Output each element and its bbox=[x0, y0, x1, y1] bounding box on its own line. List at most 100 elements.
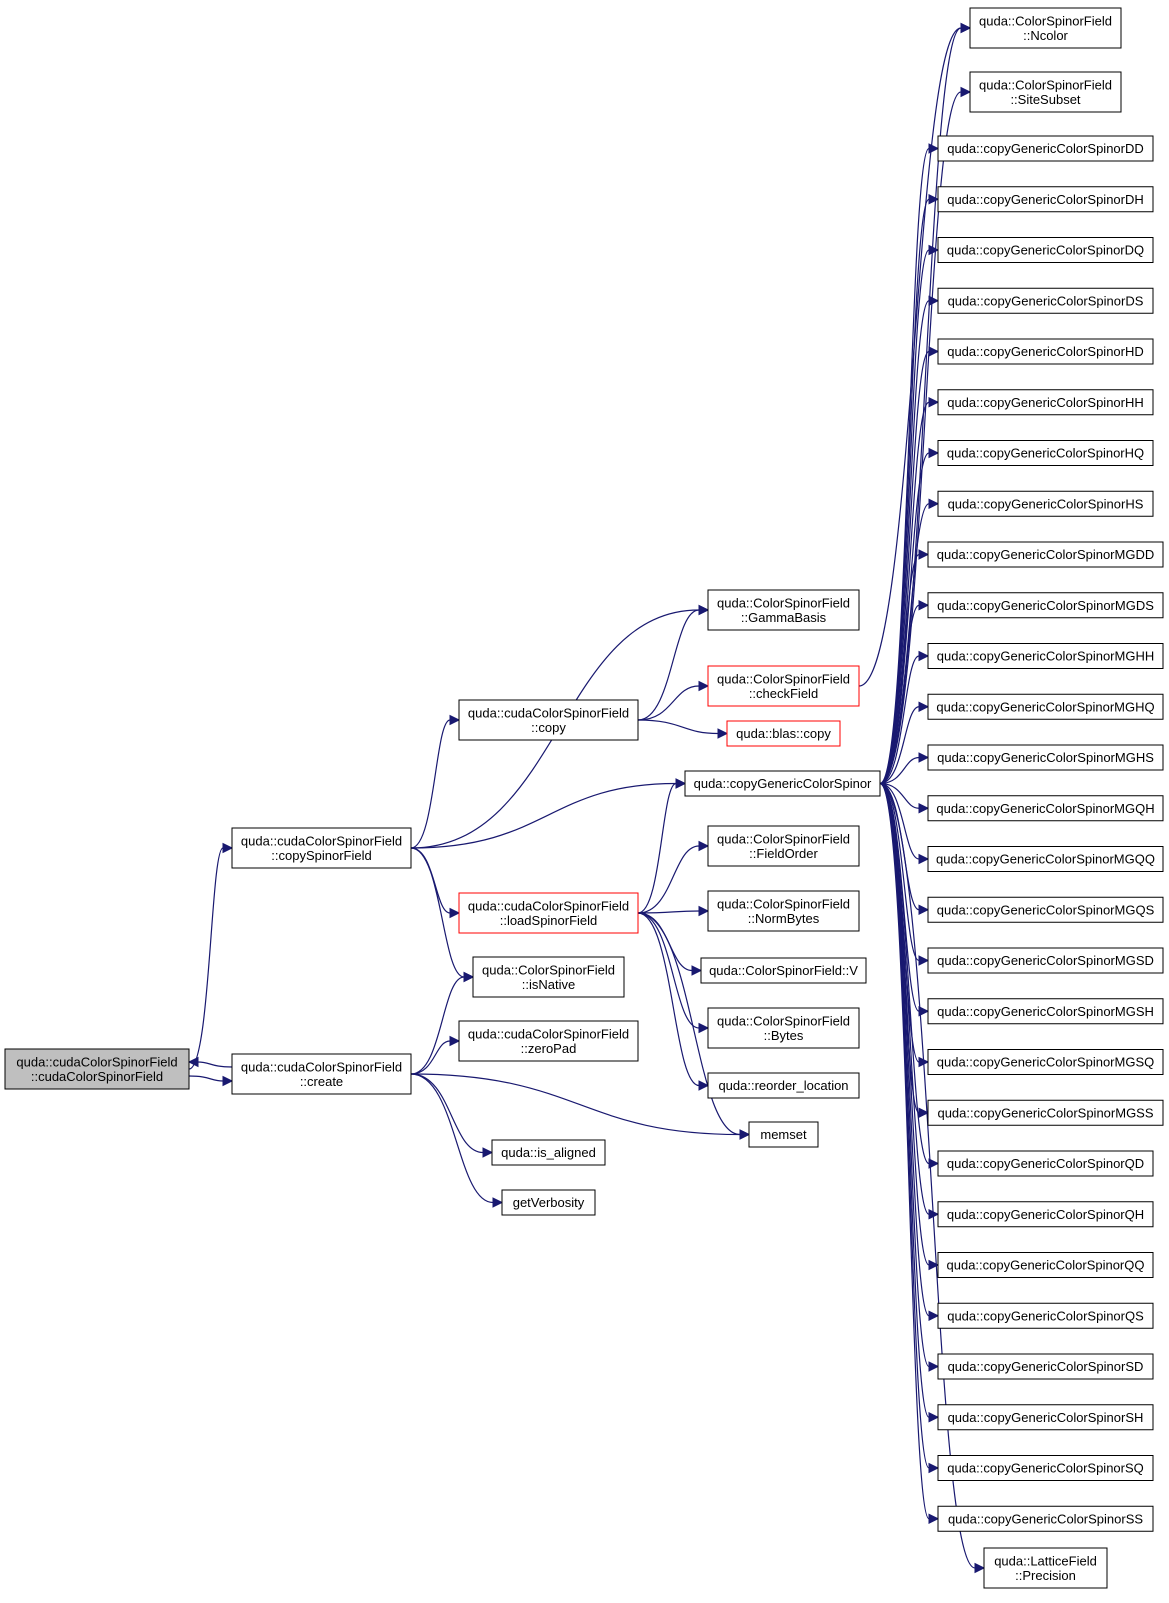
graph-node-DH[interactable]: quda::copyGenericColorSpinorDH bbox=[937, 186, 1154, 213]
graph-node-MGQQ[interactable]: quda::copyGenericColorSpinorMGQQ bbox=[927, 846, 1164, 872]
graph-node-isAligned[interactable]: quda::is_aligned bbox=[491, 1139, 606, 1166]
node-box bbox=[927, 693, 1164, 720]
call-edge-cgcs-to-QD bbox=[879, 782, 940, 1169]
node-label: quda::ColorSpinorField::V bbox=[709, 963, 858, 978]
edge-line bbox=[879, 706, 920, 785]
graph-node-HD[interactable]: quda::copyGenericColorSpinorHD bbox=[937, 338, 1154, 365]
graph-node-QS[interactable]: quda::copyGenericColorSpinorQS bbox=[937, 1302, 1154, 1329]
node-box bbox=[927, 1049, 1164, 1075]
graph-node-fieldOrder[interactable]: quda::ColorSpinorField::FieldOrder bbox=[707, 825, 860, 867]
edge-line bbox=[410, 782, 677, 849]
graph-node-MGSS[interactable]: quda::copyGenericColorSpinorMGSS bbox=[927, 1099, 1164, 1126]
graph-node-copy[interactable]: quda::cudaColorSpinorField::copy bbox=[458, 699, 639, 741]
graph-node-HH[interactable]: quda::copyGenericColorSpinorHH bbox=[937, 389, 1154, 416]
graph-node-MGDD[interactable]: quda::copyGenericColorSpinorMGDD bbox=[927, 541, 1164, 568]
graph-node-siteSubset[interactable]: quda::ColorSpinorField::SiteSubset bbox=[969, 71, 1122, 113]
edge-line bbox=[410, 1073, 494, 1204]
call-edge-copySpinor-to-loadSpinor bbox=[410, 847, 461, 919]
graph-node-MGSD[interactable]: quda::copyGenericColorSpinorMGSD bbox=[927, 947, 1164, 974]
graph-node-gamma[interactable]: quda::ColorSpinorField::GammaBasis bbox=[707, 589, 860, 631]
graph-node-SD[interactable]: quda::copyGenericColorSpinorSD bbox=[937, 1353, 1154, 1380]
node-label: quda::ColorSpinorField bbox=[717, 831, 850, 846]
edge-line bbox=[879, 782, 920, 860]
edge-line bbox=[637, 912, 741, 1136]
graph-node-memset[interactable]: memset bbox=[748, 1121, 819, 1148]
node-label: ::FieldOrder bbox=[749, 846, 818, 861]
graph-node-DQ[interactable]: quda::copyGenericColorSpinorDQ bbox=[937, 237, 1154, 263]
arrowhead-icon bbox=[928, 1310, 940, 1322]
node-box bbox=[937, 338, 1154, 365]
node-label: quda::copyGenericColorSpinorMGDS bbox=[937, 598, 1154, 613]
call-edge-create-to-memset bbox=[410, 1073, 751, 1140]
edge-line bbox=[879, 553, 920, 785]
graph-node-MGSQ[interactable]: quda::copyGenericColorSpinorMGSQ bbox=[927, 1049, 1164, 1075]
node-label: quda::copyGenericColorSpinorDS bbox=[948, 293, 1144, 308]
node-label: ::isNative bbox=[522, 977, 575, 992]
graph-node-loadSpinor[interactable]: quda::cudaColorSpinorField::loadSpinorFi… bbox=[458, 892, 639, 934]
graph-node-MGHH[interactable]: quda::copyGenericColorSpinorMGHH bbox=[927, 643, 1164, 669]
graph-node-QH[interactable]: quda::copyGenericColorSpinorQH bbox=[937, 1201, 1154, 1228]
node-label: quda::copyGenericColorSpinorHD bbox=[947, 344, 1144, 359]
graph-node-checkField[interactable]: quda::ColorSpinorField::checkField bbox=[707, 665, 860, 707]
graph-node-QQ[interactable]: quda::copyGenericColorSpinorQQ bbox=[937, 1252, 1154, 1278]
node-box bbox=[937, 135, 1154, 162]
graph-node-DD[interactable]: quda::copyGenericColorSpinorDD bbox=[937, 135, 1154, 162]
graph-node-MGHS[interactable]: quda::copyGenericColorSpinorMGHS bbox=[927, 744, 1164, 771]
graph-node-cgcs[interactable]: quda::copyGenericColorSpinor bbox=[684, 770, 881, 797]
graph-node-SH[interactable]: quda::copyGenericColorSpinorSH bbox=[937, 1404, 1154, 1431]
node-label: ::SiteSubset bbox=[1010, 92, 1080, 107]
edge-line bbox=[879, 782, 930, 1215]
call-edge-loadSpinor-to-normBytes bbox=[637, 905, 710, 917]
graph-node-MGQS[interactable]: quda::copyGenericColorSpinorMGQS bbox=[927, 896, 1164, 923]
node-label: quda::copyGenericColorSpinorDQ bbox=[947, 243, 1144, 258]
graph-node-root[interactable]: quda::cudaColorSpinorField::cudaColorSpi… bbox=[4, 1048, 190, 1090]
node-label: ::GammaBasis bbox=[741, 610, 827, 625]
node-label: getVerbosity bbox=[513, 1195, 585, 1210]
graph-node-copySpinor[interactable]: quda::cudaColorSpinorField::copySpinorFi… bbox=[231, 827, 412, 869]
node-box bbox=[458, 699, 639, 741]
graph-node-ncolor[interactable]: quda::ColorSpinorField::Ncolor bbox=[969, 7, 1122, 49]
graph-node-reorder[interactable]: quda::reorder_location bbox=[707, 1072, 860, 1099]
node-label: quda::blas::copy bbox=[736, 726, 831, 741]
graph-node-MGHQ[interactable]: quda::copyGenericColorSpinorMGHQ bbox=[927, 693, 1164, 720]
graph-node-getVerb[interactable]: getVerbosity bbox=[501, 1189, 596, 1216]
graph-node-MGSH[interactable]: quda::copyGenericColorSpinorMGSH bbox=[927, 998, 1164, 1025]
node-label: quda::ColorSpinorField bbox=[979, 13, 1112, 28]
node-box bbox=[937, 490, 1154, 517]
edge-line bbox=[879, 782, 930, 1520]
node-label: quda::copyGenericColorSpinorMGQQ bbox=[936, 852, 1155, 867]
node-label: memset bbox=[760, 1127, 807, 1142]
graph-node-isNative[interactable]: quda::ColorSpinorField::isNative bbox=[472, 956, 625, 998]
arrowhead-icon bbox=[928, 295, 940, 307]
graph-node-MGQH[interactable]: quda::copyGenericColorSpinorMGQH bbox=[927, 795, 1164, 822]
graph-node-precision[interactable]: quda::LatticeField::Precision bbox=[983, 1547, 1108, 1589]
graph-node-create[interactable]: quda::cudaColorSpinorField::create bbox=[231, 1053, 412, 1095]
graph-node-DS[interactable]: quda::copyGenericColorSpinorDS bbox=[937, 287, 1154, 314]
arrowhead-icon bbox=[222, 1075, 234, 1087]
graph-node-HQ[interactable]: quda::copyGenericColorSpinorHQ bbox=[937, 440, 1154, 466]
node-label: quda::copyGenericColorSpinorHS bbox=[948, 496, 1144, 511]
edge-line bbox=[410, 1040, 451, 1075]
node-label: quda::cudaColorSpinorField bbox=[468, 1026, 629, 1041]
arrowhead-icon bbox=[960, 86, 972, 98]
graph-node-SS[interactable]: quda::copyGenericColorSpinorSS bbox=[937, 1505, 1154, 1532]
graph-node-blasCopy[interactable]: quda::blas::copy bbox=[726, 720, 841, 747]
graph-node-HS[interactable]: quda::copyGenericColorSpinorHS bbox=[937, 490, 1154, 517]
edge-line bbox=[879, 91, 962, 785]
graph-node-bytes[interactable]: quda::ColorSpinorField::Bytes bbox=[707, 1007, 860, 1049]
node-label: quda::copyGenericColorSpinorHQ bbox=[947, 446, 1144, 461]
graph-node-zeroPad[interactable]: quda::cudaColorSpinorField::zeroPad bbox=[458, 1020, 639, 1062]
edge-line bbox=[637, 782, 677, 914]
graph-node-MGDS[interactable]: quda::copyGenericColorSpinorMGDS bbox=[927, 592, 1164, 619]
graph-node-SQ[interactable]: quda::copyGenericColorSpinorSQ bbox=[937, 1455, 1154, 1481]
graph-node-V[interactable]: quda::ColorSpinorField::V bbox=[700, 957, 867, 984]
graph-node-QD[interactable]: quda::copyGenericColorSpinorQD bbox=[937, 1150, 1154, 1177]
call-edge-create-to-isNative bbox=[410, 971, 475, 1075]
node-label: ::cudaColorSpinorField bbox=[31, 1069, 163, 1084]
edge-line bbox=[188, 1075, 224, 1082]
node-box bbox=[937, 186, 1154, 213]
node-layer: quda::cudaColorSpinorField::cudaColorSpi… bbox=[4, 7, 1164, 1589]
graph-node-normBytes[interactable]: quda::ColorSpinorField::NormBytes bbox=[707, 890, 860, 932]
arrowhead-icon bbox=[492, 1197, 504, 1208]
node-label: quda::copyGenericColorSpinorMGQH bbox=[936, 801, 1154, 816]
